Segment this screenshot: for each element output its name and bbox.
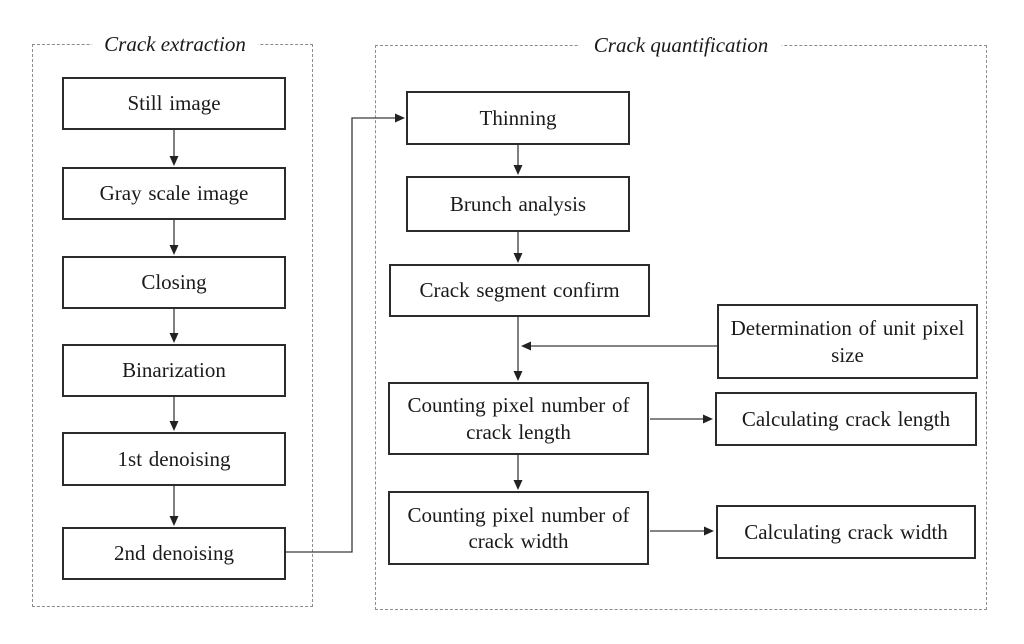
node-crack-segment-confirm: Crack segment confirm [389,264,650,317]
node-closing: Closing [62,256,286,309]
node-1st-denoising: 1st denoising [62,432,286,486]
node-thinning: Thinning [406,91,630,145]
node-counting-pixel-crack-length: Counting pixel number of crack length [388,382,649,455]
node-counting-pixel-crack-width: Counting pixel number of crack width [388,491,649,565]
node-gray-scale-image: Gray scale image [62,167,286,220]
group-title-crack-quantification: Crack quantification [579,33,783,57]
node-binarization: Binarization [62,344,286,397]
node-determination-unit-pixel-size: Determination of unit pixel size [717,304,978,379]
node-still-image: Still image [62,77,286,130]
node-calculating-crack-width: Calculating crack width [716,505,976,559]
node-brunch-analysis: Brunch analysis [406,176,630,232]
node-2nd-denoising: 2nd denoising [62,527,286,580]
group-title-crack-extraction: Crack extraction [92,32,258,56]
node-calculating-crack-length: Calculating crack length [715,392,977,446]
